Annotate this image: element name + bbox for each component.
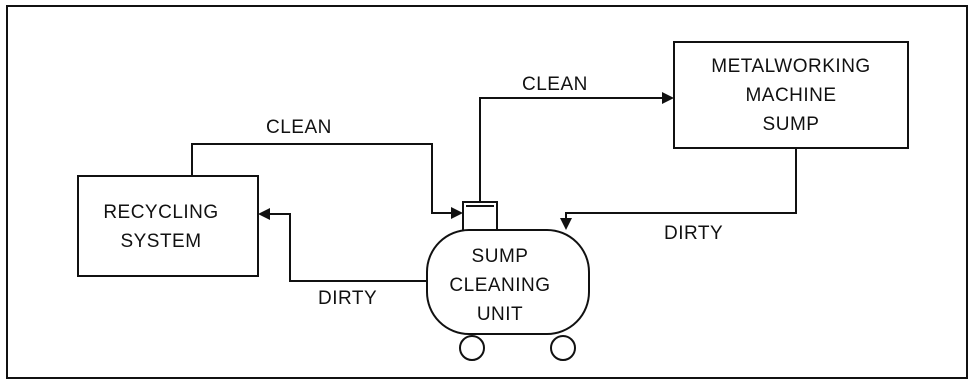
machine-label-line2: MACHINE xyxy=(745,85,836,106)
recycling-system-box: RECYCLING SYSTEM xyxy=(77,175,259,277)
metalworking-machine-sump-box: METALWORKING MACHINE SUMP xyxy=(673,41,909,149)
sump-cleaning-unit-tank: SUMP CLEANING UNIT xyxy=(426,201,590,361)
flow-label-dirty-recycling: DIRTY xyxy=(318,288,377,309)
sump-unit-label-line1: SUMP xyxy=(472,246,529,267)
flow-label-dirty-machine: DIRTY xyxy=(664,223,723,244)
sump-unit-label-line2: CLEANING xyxy=(449,275,550,296)
tank-wheel-left xyxy=(459,335,485,361)
recycling-system-label-line1: RECYCLING xyxy=(103,202,218,223)
tank-wheel-right xyxy=(550,335,576,361)
flow-label-clean-recycling: CLEAN xyxy=(266,117,332,138)
diagram-frame xyxy=(6,5,968,379)
flow-sump-to-recycling xyxy=(258,208,427,282)
sump-unit-label-line3: UNIT xyxy=(477,304,523,325)
flow-recycling-to-sump xyxy=(191,143,463,219)
flow-label-clean-machine: CLEAN xyxy=(522,74,588,95)
flow-machine-to-sump xyxy=(560,148,797,230)
recycling-system-label-line2: SYSTEM xyxy=(120,231,201,252)
machine-label-line1: METALWORKING xyxy=(711,56,870,77)
machine-label-line3: SUMP xyxy=(763,114,820,135)
flow-sump-to-machine xyxy=(479,92,674,202)
